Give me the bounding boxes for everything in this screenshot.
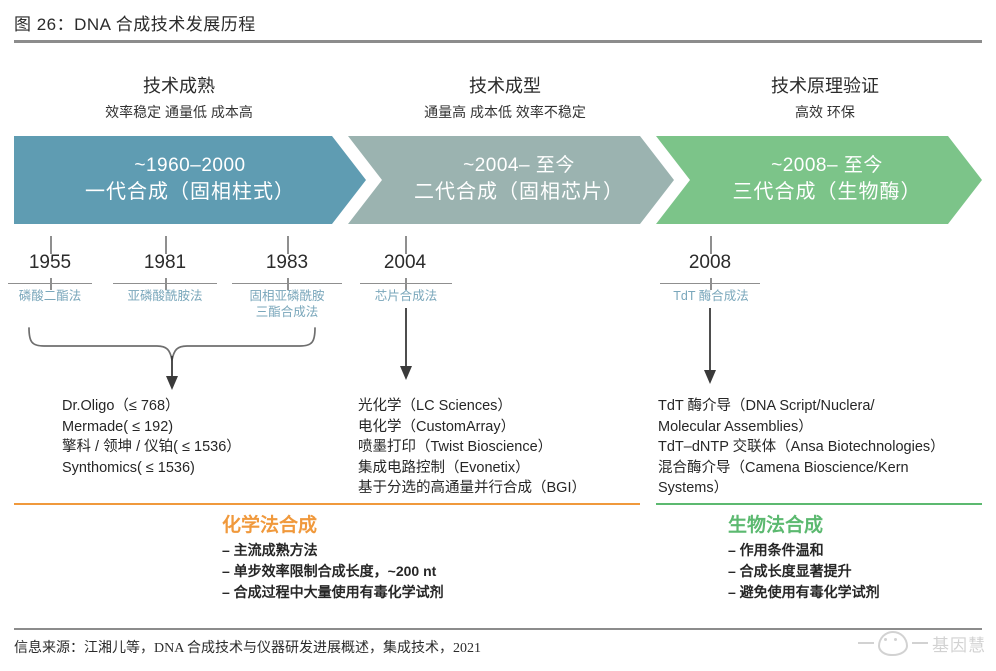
tick-down-2004 xyxy=(405,278,407,290)
watermark-dash-mid xyxy=(912,642,928,644)
summary-item: – 避免使用有毒化学试剂 xyxy=(728,584,880,600)
list-item: 基于分选的高通量并行合成（BGI） xyxy=(358,480,586,496)
arrow-connector-gen3 xyxy=(704,308,716,384)
tick-down-1983 xyxy=(287,278,289,290)
summary-chemical: 化学法合成 – 主流成熟方法 – 单步效率限制合成长度，~200 nt – 合成… xyxy=(222,512,444,603)
milestone-year-1983: 1983 xyxy=(265,252,309,273)
band-name-gen3: 三代合成（生物酶） xyxy=(732,181,922,203)
list-item: Synthomics( ≤ 1536) xyxy=(62,459,195,476)
page-title: 图 26：DNA 合成技术发展历程 xyxy=(14,15,256,34)
summary-divider-biological xyxy=(656,503,982,505)
stage-title-gen3: 技术原理验证 xyxy=(771,76,879,96)
stage-header-gen2: 技术成型 通量高 成本低 效率不稳定 xyxy=(355,74,655,123)
arrow-connector-gen2 xyxy=(400,308,412,380)
band-period-gen3: ~2008– 至今 xyxy=(771,155,883,176)
summary-biological: 生物法合成 – 作用条件温和 – 合成长度显著提升 – 避免使用有毒化学试剂 xyxy=(728,512,880,603)
product-list-gen3: TdT 酶介导（DNA Script/Nuclera/ Molecular As… xyxy=(658,396,945,499)
list-item: 擎科 / 领坤 / 仪铂( ≤ 1536） xyxy=(62,439,241,455)
milestone-year-2004: 2004 xyxy=(383,252,427,273)
timeline-band-gen1: ~1960–2000 一代合成（固相柱式） xyxy=(14,136,366,224)
title-divider xyxy=(14,40,982,43)
list-item: TdT 酶介导（DNA Script/Nuclera/ xyxy=(658,398,875,414)
milestone-year-1981: 1981 xyxy=(143,252,187,273)
summary-divider-chemical xyxy=(14,503,640,505)
band-name-gen1: 一代合成（固相柱式） xyxy=(85,181,295,203)
list-item: Molecular Assemblies） xyxy=(658,418,813,435)
tick-up-1955 xyxy=(50,236,52,254)
wechat-icon xyxy=(878,630,908,656)
stage-title-gen2: 技术成型 xyxy=(469,76,541,96)
watermark: 基因慧 xyxy=(834,620,986,666)
stage-subtitle-gen3: 高效 环保 xyxy=(795,104,855,120)
brace-connector-gen1 xyxy=(28,327,316,390)
summary-title-biological: 生物法合成 xyxy=(728,515,824,536)
stage-header-gen1: 技术成熟 效率稳定 通量低 成本高 xyxy=(14,74,344,123)
summary-item: – 合成长度显著提升 xyxy=(728,563,852,579)
product-list-gen1: Dr.Oligo（≤ 768） Mermade( ≤ 192) 擎科 / 领坤 … xyxy=(62,396,241,478)
band-name-gen2: 二代合成（固相芯片） xyxy=(414,181,624,203)
list-item: 喷墨打印（Twist Bioscience） xyxy=(358,439,553,455)
tick-down-2008 xyxy=(710,278,712,290)
tick-up-2004 xyxy=(405,236,407,254)
stage-header-gen3: 技术原理验证 高效 环保 xyxy=(665,74,985,123)
list-item: 混合酶介导（Camena Bioscience/Kern xyxy=(658,459,909,476)
list-item: Dr.Oligo（≤ 768） xyxy=(62,398,180,414)
stage-subtitle-gen2: 通量高 成本低 效率不稳定 xyxy=(424,104,586,120)
source-note: 信息来源：江湘儿等，DNA 合成技术与仪器研发进展概述，集成技术，2021 xyxy=(14,641,482,656)
milestone-method-1983-line2: 三酯合成法 xyxy=(255,305,319,319)
summary-item: – 作用条件温和 xyxy=(728,542,824,558)
watermark-dash-left xyxy=(858,642,874,644)
summary-item: – 合成过程中大量使用有毒化学试剂 xyxy=(222,584,444,600)
milestone-year-2008: 2008 xyxy=(688,252,732,273)
watermark-label: 基因慧 xyxy=(932,635,986,655)
product-list-gen2: 光化学（LC Sciences） 电化学（CustomArray） 喷墨打印（T… xyxy=(358,396,586,499)
list-item: Systems） xyxy=(658,480,729,496)
milestone-method-1983: 固相亚磷酰胺 三酯合成法 xyxy=(227,288,347,320)
milestone-method-2008: TdT 酶合成法 xyxy=(673,289,749,303)
milestone-method-1981: 亚磷酸酰胺法 xyxy=(127,289,203,303)
band-period-gen1: ~1960–2000 xyxy=(134,155,246,176)
list-item: 光化学（LC Sciences） xyxy=(358,398,512,414)
milestone-year-1955: 1955 xyxy=(28,252,72,273)
timeline-band-gen2: ~2004– 至今 二代合成（固相芯片） xyxy=(348,136,674,224)
list-item: TdT–dNTP 交联体（Ansa Biotechnologies） xyxy=(658,439,945,455)
tick-down-1981 xyxy=(165,278,167,290)
summary-title-chemical: 化学法合成 xyxy=(222,515,318,536)
tick-up-1983 xyxy=(287,236,289,254)
timeline-band-gen3: ~2008– 至今 三代合成（生物酶） xyxy=(656,136,982,224)
stage-subtitle-gen1: 效率稳定 通量低 成本高 xyxy=(105,104,253,120)
list-item: Mermade( ≤ 192) xyxy=(62,418,174,435)
tick-up-1981 xyxy=(165,236,167,254)
list-item: 集成电路控制（Evonetix） xyxy=(358,459,530,476)
stage-title-gen1: 技术成熟 xyxy=(143,76,215,96)
band-period-gen2: ~2004– 至今 xyxy=(463,155,575,176)
milestone-method-2004: 芯片合成法 xyxy=(374,289,438,303)
summary-item: – 单步效率限制合成长度，~200 nt xyxy=(222,563,437,579)
list-item: 电化学（CustomArray） xyxy=(358,418,516,435)
footer-divider xyxy=(14,628,982,630)
milestone-method-1983-line1: 固相亚磷酰胺 xyxy=(249,289,325,303)
tick-up-2008 xyxy=(710,236,712,254)
summary-item: – 主流成熟方法 xyxy=(222,542,318,558)
tick-down-1955 xyxy=(50,278,52,290)
milestone-method-1955: 磷酸二酯法 xyxy=(18,289,82,303)
